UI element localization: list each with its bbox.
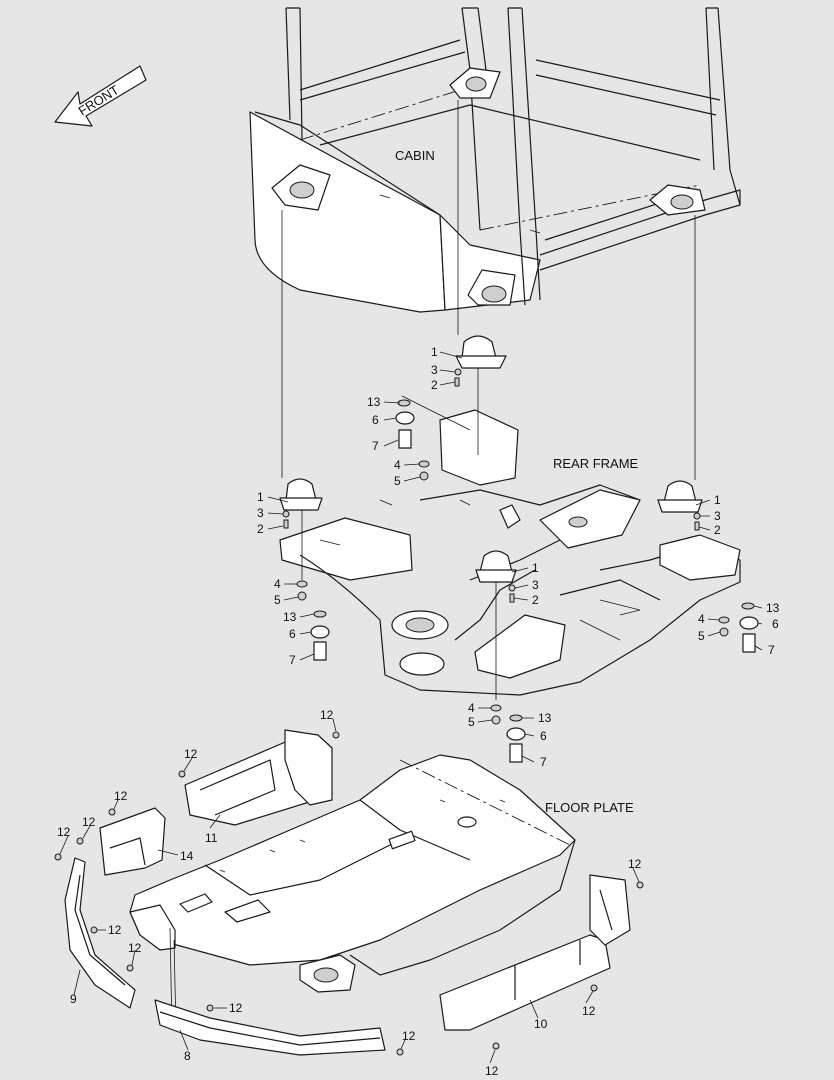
callout-3-left: 3	[257, 506, 264, 520]
callout-1-left: 1	[257, 490, 264, 504]
callout-12-j: 12	[485, 1064, 499, 1078]
isolator-top	[395, 335, 507, 481]
callout-12-b: 12	[184, 747, 198, 761]
callout-1-top: 1	[431, 345, 438, 359]
callout-numbers: 1 3 2 13 6 7 4 5 1 3 2 4 5 13 6 7 1 3 2 …	[57, 345, 780, 1078]
callout-6-top: 6	[372, 413, 379, 427]
callout-6-left: 6	[289, 627, 296, 641]
cover-8	[154, 999, 386, 1056]
isolator-left	[279, 478, 330, 661]
callout-5-center: 5	[468, 715, 475, 729]
callout-12-c: 12	[114, 789, 128, 803]
callout-12-l: 12	[628, 857, 642, 871]
cabin: CABIN	[249, 7, 741, 313]
callout-11: 11	[205, 831, 218, 845]
cover-9	[64, 857, 136, 1009]
callout-7-top: 7	[372, 439, 379, 453]
callout-1-center: 1	[532, 561, 539, 575]
callout-12-k: 12	[582, 1004, 596, 1018]
cover-10	[439, 874, 631, 1031]
callout-12-a: 12	[320, 708, 334, 722]
front-arrow-icon: FRONT	[54, 65, 147, 127]
mount-guide-lines	[281, 100, 696, 480]
callout-3-top: 3	[431, 363, 438, 377]
callout-7-right: 7	[768, 643, 775, 657]
callout-2-top: 2	[431, 378, 438, 392]
front-label: FRONT	[76, 82, 122, 118]
callout-7-center: 7	[540, 755, 547, 769]
rear-frame: REAR FRAME	[279, 409, 741, 696]
callout-13-center: 13	[538, 711, 552, 725]
callout-6-center: 6	[540, 729, 547, 743]
callout-12-h: 12	[229, 1001, 243, 1015]
callout-9: 9	[70, 992, 77, 1006]
callout-12-i: 12	[402, 1029, 416, 1043]
callout-13-top: 13	[367, 395, 381, 409]
callout-4-center: 4	[468, 701, 475, 715]
callout-13-right: 13	[766, 601, 780, 615]
callout-5-top: 5	[394, 474, 401, 488]
callout-3-right: 3	[714, 509, 721, 523]
callout-12-f: 12	[108, 923, 122, 937]
callout-7-left: 7	[289, 653, 296, 667]
callout-14: 14	[180, 849, 194, 863]
callout-4-top: 4	[394, 458, 401, 472]
callout-12-g: 12	[128, 941, 142, 955]
callout-5-right: 5	[698, 629, 705, 643]
cover-14	[99, 807, 166, 876]
callout-2-center: 2	[532, 593, 539, 607]
leader-lines	[59, 351, 763, 1064]
callout-12-d: 12	[82, 815, 96, 829]
callout-1-right: 1	[714, 493, 721, 507]
callout-10: 10	[534, 1017, 548, 1031]
callout-5-left: 5	[274, 593, 281, 607]
bolt-icons	[54, 731, 644, 1056]
floor-plate: FLOOR PLATE	[129, 754, 634, 1031]
callout-4-right: 4	[698, 612, 705, 626]
callout-3-center: 3	[532, 578, 539, 592]
floor-plate-label: FLOOR PLATE	[545, 800, 634, 815]
callout-4-left: 4	[274, 577, 281, 591]
rear-frame-label: REAR FRAME	[553, 456, 639, 471]
cover-11	[184, 729, 333, 826]
isolator-right	[657, 480, 759, 653]
callout-2-left: 2	[257, 522, 264, 536]
isolator-center	[475, 550, 526, 763]
callout-2-right: 2	[714, 523, 721, 537]
callout-6-right: 6	[772, 617, 779, 631]
callout-12-e: 12	[57, 825, 71, 839]
callout-8: 8	[184, 1049, 191, 1063]
cabin-label: CABIN	[395, 148, 435, 163]
callout-13-left: 13	[283, 610, 297, 624]
